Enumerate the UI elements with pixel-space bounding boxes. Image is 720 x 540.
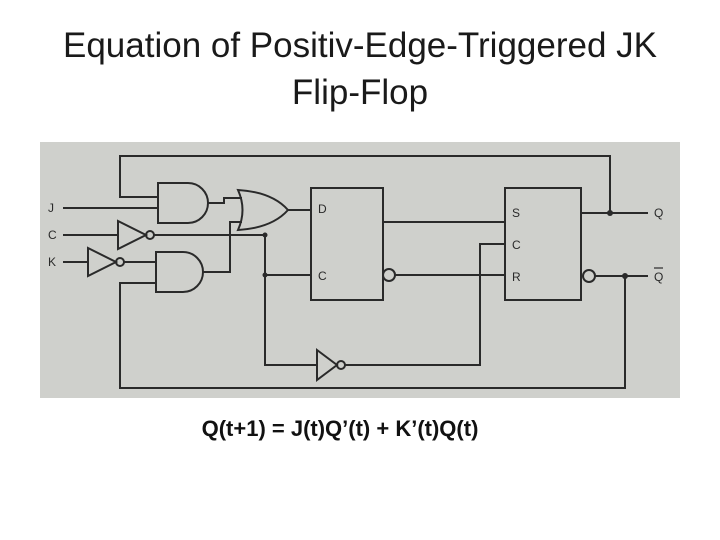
inverter-k: [87, 246, 119, 278]
junction-dot: [622, 273, 628, 279]
sr-flip-flop-output-bubble: [582, 269, 596, 283]
wire-and-upper-to-or: [207, 197, 242, 204]
label-srff-c: C: [512, 238, 521, 252]
inverter-clock: [316, 348, 339, 382]
or-gate: [236, 188, 290, 232]
wire-qbar-feedback: [119, 275, 626, 389]
jk-flip-flop-circuit: J C K D C S C R Q Q: [48, 155, 663, 389]
wire-and-lower-to-or: [202, 221, 242, 273]
slide-title: Equation of Positiv-Edge-Triggered JK Fl…: [0, 22, 720, 116]
wire-clk-branch: [264, 274, 318, 366]
slide-title-line-1: Equation of Positiv-Edge-Triggered JK: [62, 26, 657, 65]
wire-clk-slave: [344, 243, 506, 366]
d-flip-flop-output-bubble: [382, 268, 396, 282]
label-dff-d: D: [318, 202, 327, 216]
label-k: K: [48, 255, 56, 269]
wire-q-feedback: [119, 155, 611, 214]
junction-dot: [262, 272, 268, 278]
and-gate-lower: [155, 251, 204, 293]
junction-dot: [262, 232, 268, 238]
and-gate-upper: [157, 182, 209, 224]
label-output-qbar: Q: [654, 270, 663, 284]
label-c: C: [48, 228, 57, 242]
label-srff-r: R: [512, 270, 521, 284]
circuit-photo: J C K D C S C R Q Q: [40, 142, 680, 398]
sr-flip-flop: [504, 187, 582, 301]
d-flip-flop: [310, 187, 384, 301]
label-dff-c: C: [318, 269, 327, 283]
wire-clk-master: [153, 234, 312, 276]
junction-dot: [607, 210, 613, 216]
label-srff-s: S: [512, 206, 520, 220]
label-output-q: Q: [654, 206, 663, 220]
characteristic-equation: Q(t+1) = J(t)Q’(t) + K’(t)Q(t): [201, 416, 479, 441]
inverter-c: [117, 219, 149, 251]
slide-title-line-2: Flip-Flop: [291, 73, 429, 112]
label-j: J: [48, 201, 54, 215]
